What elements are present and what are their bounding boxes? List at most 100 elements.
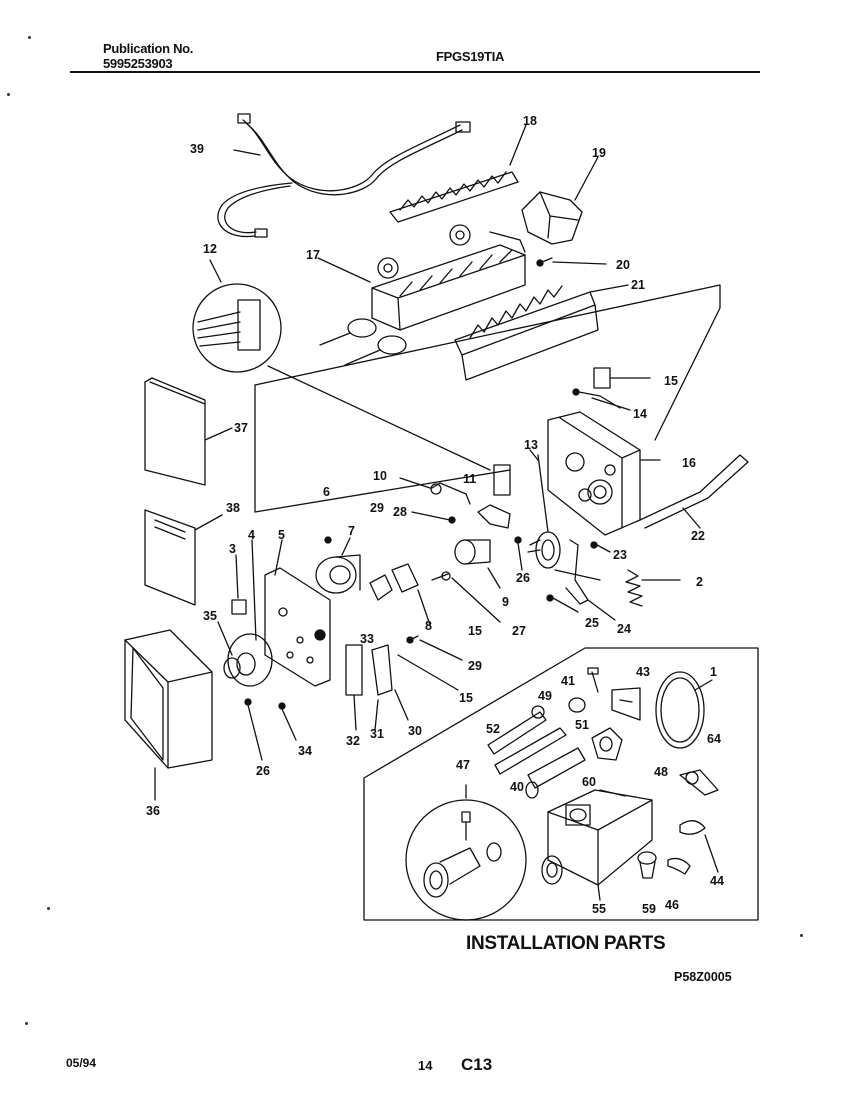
- header-rule: [70, 71, 760, 73]
- scan-speck: [47, 907, 50, 910]
- screw-part: [591, 671, 599, 693]
- cover-part: [521, 191, 583, 245]
- callout-3: 3: [229, 542, 236, 556]
- footer-page-number: 14: [418, 1058, 433, 1073]
- callout-19: 19: [592, 146, 606, 160]
- callout-27: 27: [512, 624, 526, 638]
- callout-6: 6: [323, 485, 330, 499]
- screw-part: [541, 257, 553, 263]
- model-number: FPGS19TIA: [436, 49, 505, 64]
- publication-label: Publication No.: [103, 41, 194, 56]
- callout-24: 24: [617, 622, 631, 636]
- valve-inlet-detail: [405, 784, 527, 921]
- switch-bracket-part: [369, 563, 501, 626]
- shutoff-arm-part: [546, 539, 616, 621]
- callout-15-mid: 15: [468, 624, 482, 638]
- callout-14: 14: [633, 407, 647, 421]
- drive-gear-part: [217, 621, 273, 687]
- clamp-part: [679, 769, 719, 796]
- ice-mold-part: [319, 224, 526, 366]
- callout-17: 17: [306, 248, 320, 262]
- clip-part: [679, 820, 706, 835]
- callout-numbers: 39 18 19 20 12 17 21 15 14 37 13 16 10 1…: [146, 114, 724, 916]
- scan-speck: [7, 93, 10, 96]
- callout-60: 60: [582, 775, 596, 789]
- nut-part: [568, 697, 586, 713]
- installation-parts-title: INSTALLATION PARTS: [466, 933, 666, 954]
- callout-37: 37: [234, 421, 248, 435]
- mounting-plate-part: [264, 539, 331, 687]
- callout-18: 18: [523, 114, 537, 128]
- callout-51: 51: [575, 718, 589, 732]
- callout-40: 40: [510, 780, 524, 794]
- callout-9: 9: [502, 595, 509, 609]
- callout-16: 16: [682, 456, 696, 470]
- callout-20: 20: [616, 258, 630, 272]
- callout-10: 10: [373, 469, 387, 483]
- grommet-part: [637, 851, 657, 865]
- box-part: [124, 629, 213, 801]
- footer-date: 05/94: [66, 1056, 97, 1070]
- wire-harness-part: [217, 113, 471, 238]
- callout-46: 46: [665, 898, 679, 912]
- bail-arm-part: [639, 454, 749, 529]
- callout-15-top: 15: [664, 374, 678, 388]
- housing-part: [547, 411, 661, 536]
- footer-section-code: C13: [461, 1055, 493, 1074]
- instruction-sheet-part: [144, 509, 223, 606]
- callout-22: 22: [691, 529, 705, 543]
- callout-7: 7: [348, 524, 355, 538]
- callout-28: 28: [393, 505, 407, 519]
- callout-47: 47: [456, 758, 470, 772]
- scan-speck: [25, 1022, 28, 1025]
- bracket-part: [611, 687, 641, 721]
- callout-13: 13: [524, 438, 538, 452]
- callout-43: 43: [636, 665, 650, 679]
- switch-part: [572, 367, 651, 409]
- label-part: [231, 599, 247, 615]
- callout-26-low: 26: [256, 764, 270, 778]
- motor-part: [527, 454, 561, 569]
- manual-part: [144, 377, 233, 486]
- callout-5: 5: [278, 528, 285, 542]
- tube-part: [487, 711, 547, 755]
- callout-25: 25: [585, 616, 599, 630]
- spring-part: [625, 569, 681, 607]
- callout-12: 12: [203, 242, 217, 256]
- lever-part: [399, 464, 511, 529]
- callout-21: 21: [631, 278, 645, 292]
- ring-part: [655, 671, 705, 749]
- gear-motor-part: [315, 537, 361, 594]
- callout-1: 1: [710, 665, 717, 679]
- callout-48: 48: [654, 765, 668, 779]
- cam-part: [454, 539, 501, 589]
- shield-part: [454, 285, 599, 381]
- callout-23: 23: [613, 548, 627, 562]
- callout-36: 36: [146, 804, 160, 818]
- screws-part: [244, 511, 523, 761]
- callout-34: 34: [298, 744, 312, 758]
- scan-speck: [800, 934, 803, 937]
- callout-11: 11: [463, 472, 476, 486]
- callout-4: 4: [248, 528, 255, 542]
- water-valve-part: [541, 789, 653, 901]
- installation-parts-box: [363, 647, 759, 921]
- callout-38: 38: [226, 501, 240, 515]
- callout-41: 41: [561, 674, 575, 688]
- callout-39: 39: [190, 142, 204, 156]
- connector-detail: [192, 259, 491, 471]
- callout-59: 59: [642, 902, 656, 916]
- callout-49: 49: [538, 689, 552, 703]
- callout-29-top: 29: [370, 501, 384, 515]
- heater-part: [389, 171, 519, 223]
- callout-30: 30: [408, 724, 422, 738]
- callout-8: 8: [425, 619, 432, 633]
- actuator-bracket-part: [345, 635, 463, 731]
- callout-55: 55: [592, 902, 606, 916]
- callout-26-mid: 26: [516, 571, 530, 585]
- scan-speck: [28, 36, 31, 39]
- callout-64: 64: [707, 732, 721, 746]
- callout-32: 32: [346, 734, 360, 748]
- callout-44: 44: [710, 874, 724, 888]
